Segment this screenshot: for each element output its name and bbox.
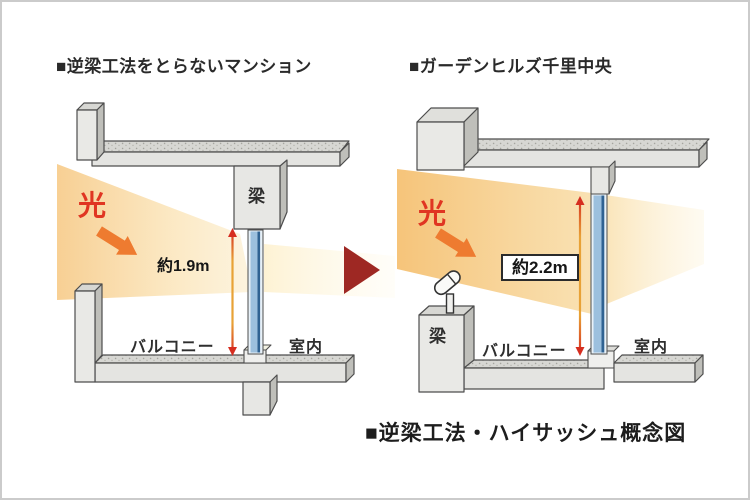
left-light-arrow-icon: [96, 226, 138, 255]
right-dimension-label: 約2.2m: [501, 254, 579, 281]
right-upper-parapet-block: [416, 107, 479, 171]
right-ceiling-stub: [590, 160, 616, 195]
right-heading: ■ガーデンヒルズ千里中央: [409, 57, 613, 76]
left-floor-slab: [94, 354, 355, 383]
diagram-caption: ■逆梁工法・ハイサッシュ概念図: [365, 422, 687, 445]
left-heading: ■逆梁工法をとらないマンション: [56, 57, 312, 76]
left-hanging-beam: [233, 159, 288, 230]
left-under-floor-beam: [242, 374, 278, 416]
right-inverted-beam: [418, 305, 475, 393]
left-room-label: 室内: [289, 339, 324, 356]
lamp-icon: [433, 270, 461, 314]
transition-arrow-icon: [344, 246, 380, 294]
left-balcony-parapet: [74, 283, 103, 383]
right-indoor-floor: [613, 354, 704, 383]
right-light-label: 光: [418, 198, 447, 229]
left-beam-label: 梁: [248, 187, 265, 206]
left-upper-slab: [91, 140, 350, 167]
right-beam-label: 梁: [429, 327, 446, 346]
left-window: [247, 229, 264, 355]
right-measure-line: [575, 196, 585, 356]
right-light-arrow-icon: [435, 228, 477, 257]
right-balcony-floor: [463, 359, 613, 390]
left-measure-line: [228, 228, 237, 356]
left-light-wedge: [57, 164, 395, 300]
left-upper-parapet: [76, 102, 105, 161]
left-dimension-label: 約1.9m: [157, 258, 210, 275]
right-room-label: 室内: [634, 339, 669, 356]
right-window: [590, 193, 608, 355]
left-light-label: 光: [78, 190, 107, 221]
right-upper-slab: [459, 138, 710, 168]
right-balcony-label: バルコニー: [482, 343, 567, 360]
left-balcony-label: バルコニー: [130, 339, 215, 356]
